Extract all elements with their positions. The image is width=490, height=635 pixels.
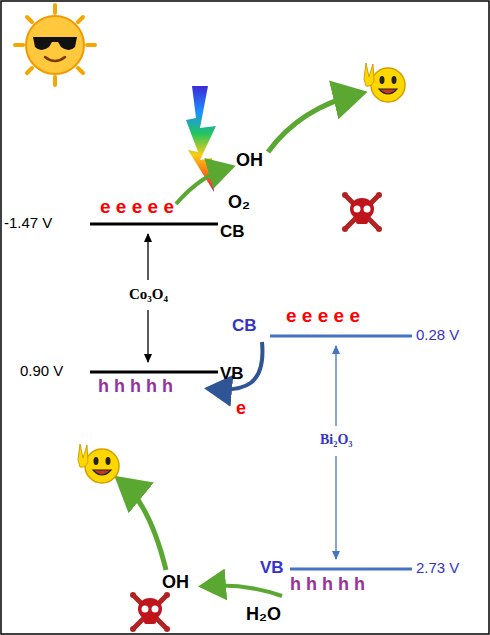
electron-row: e e e e e [100,196,174,218]
species-label: H₂O [246,604,281,625]
band-name: VB [260,558,284,578]
material-name: Co₃O₄ [127,286,170,303]
band-name: VB [220,364,244,384]
potential-value: -1.47 V [4,214,52,231]
electron-row: e e e e e [286,305,360,327]
potential-value: 0.28 V [416,326,459,343]
band-name: CB [220,222,245,242]
species-label: O₂ [228,192,250,213]
material-name: Bi₂O₃ [318,432,355,448]
radical-label: OH [162,572,189,593]
potential-value: 0.90 V [20,362,63,379]
hole-row: h h h h h [98,376,173,397]
radical-label: OH [236,150,263,171]
band-name: CB [232,316,257,336]
potential-value: 2.73 V [416,559,459,576]
electron-label: e [236,398,246,419]
hole-row: h h h h h [290,574,365,595]
